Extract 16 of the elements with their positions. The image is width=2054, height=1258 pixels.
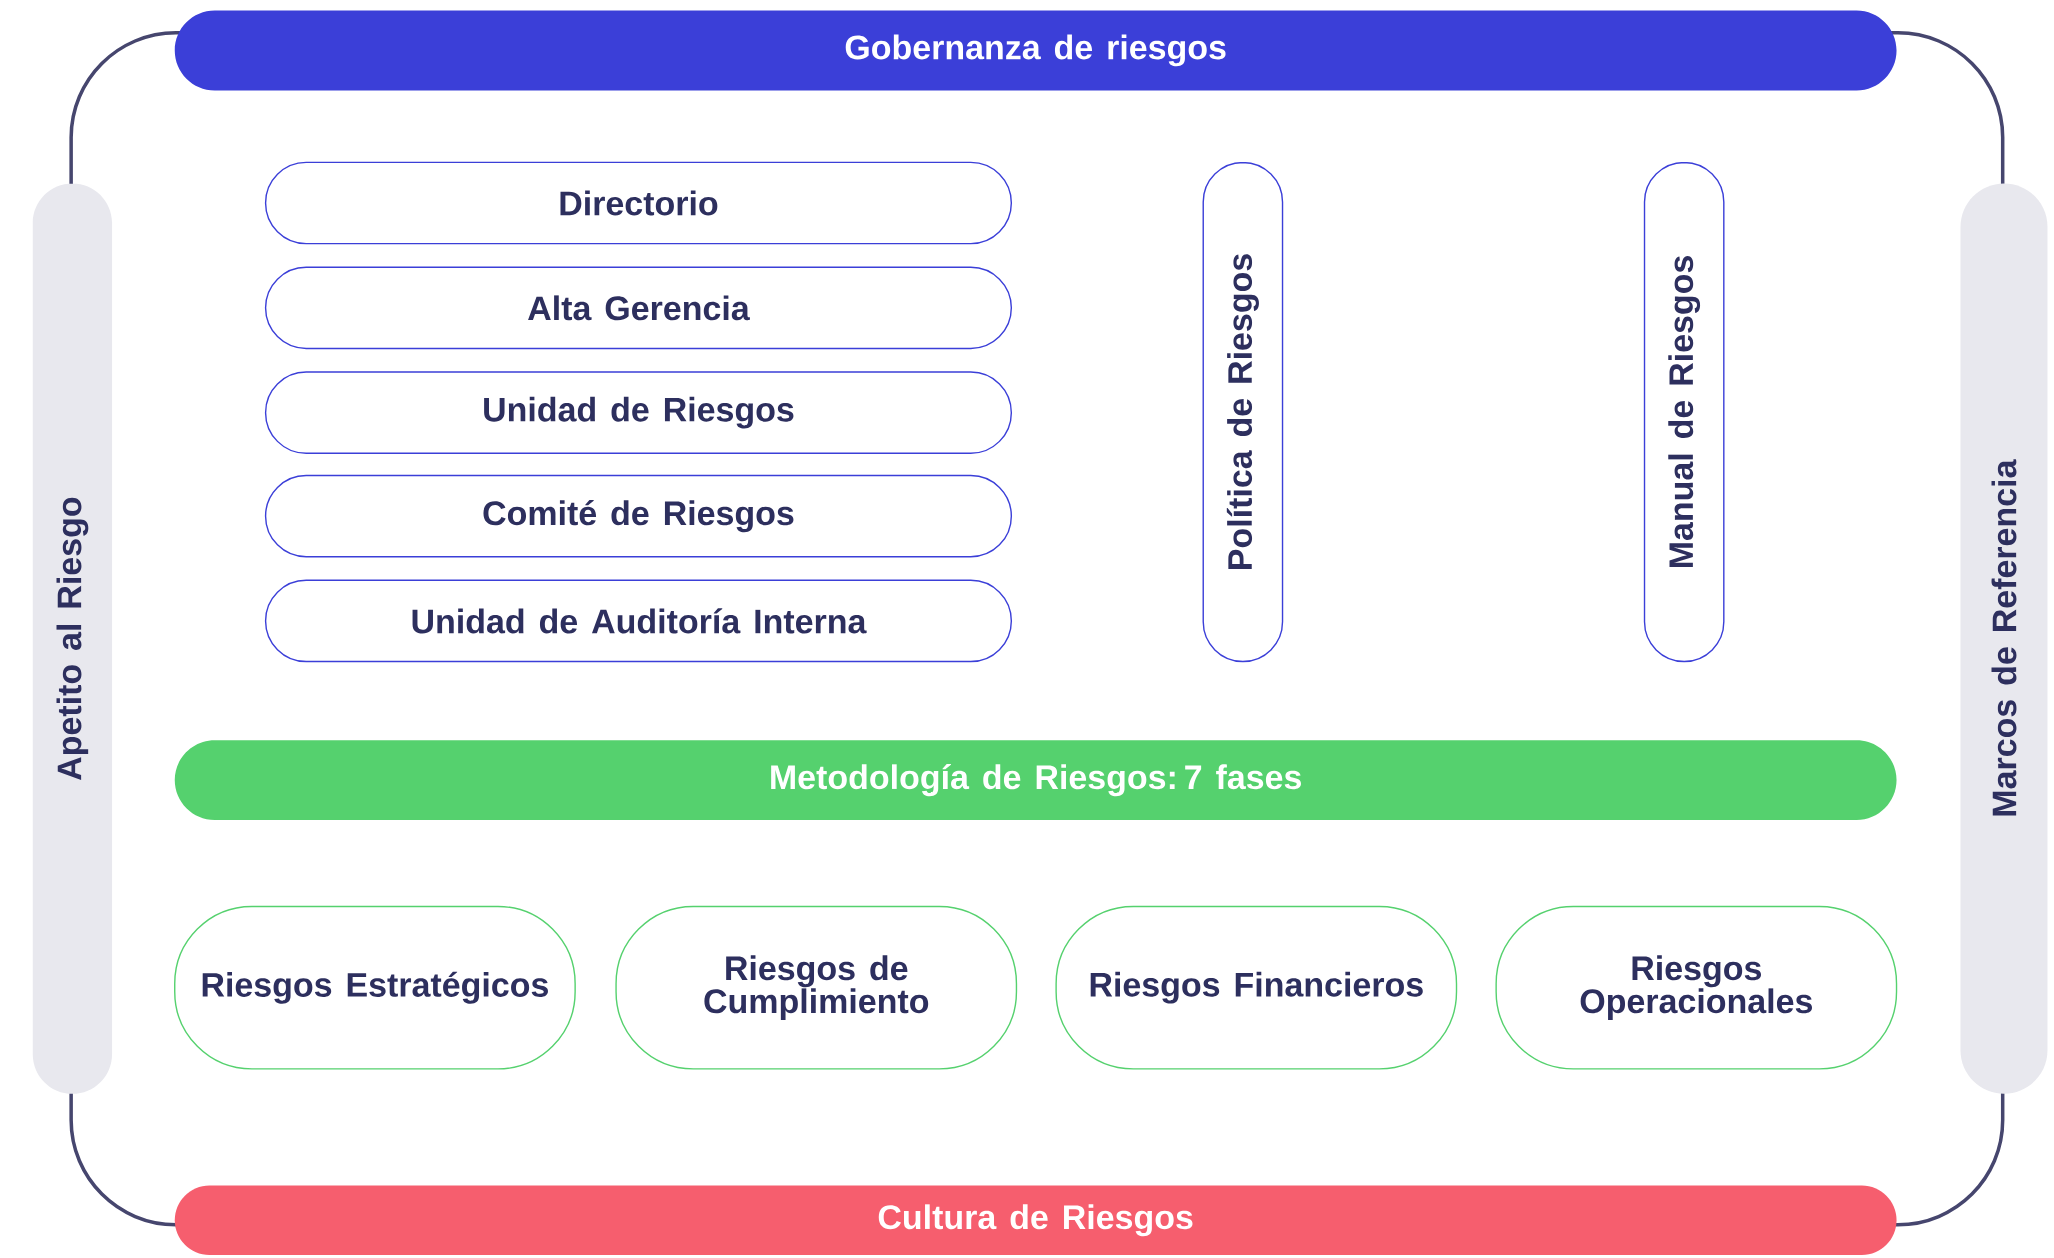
risk-box: Riesgos Operacionales bbox=[1495, 906, 1898, 1070]
role-pill: Comité de Riesgos bbox=[264, 475, 1013, 558]
document-pill: Manual de Riesgos bbox=[1643, 161, 1725, 663]
role-pill: Unidad de Auditoría Interna bbox=[264, 579, 1013, 663]
role-pill: Unidad de Riesgos bbox=[264, 371, 1013, 455]
title-band: Gobernanza de riesgos bbox=[174, 10, 1897, 91]
role-pill: Directorio bbox=[264, 161, 1013, 245]
side-band: Apetito al Riesgo bbox=[32, 183, 113, 1095]
side-band: Marcos de Referencia bbox=[1960, 183, 2048, 1095]
document-pill: Política de Riesgos bbox=[1202, 161, 1284, 663]
risk-box: Riesgos de Cumplimiento bbox=[615, 906, 1018, 1070]
risk-box: Riesgos Financieros bbox=[1055, 906, 1458, 1070]
role-pill: Alta Gerencia bbox=[264, 266, 1013, 350]
risk-box: Riesgos Estratégicos bbox=[174, 906, 576, 1070]
methodology-band: Metodología de Riesgos: 7 fases bbox=[174, 740, 1897, 821]
culture-band: Cultura de Riesgos bbox=[174, 1185, 1897, 1256]
